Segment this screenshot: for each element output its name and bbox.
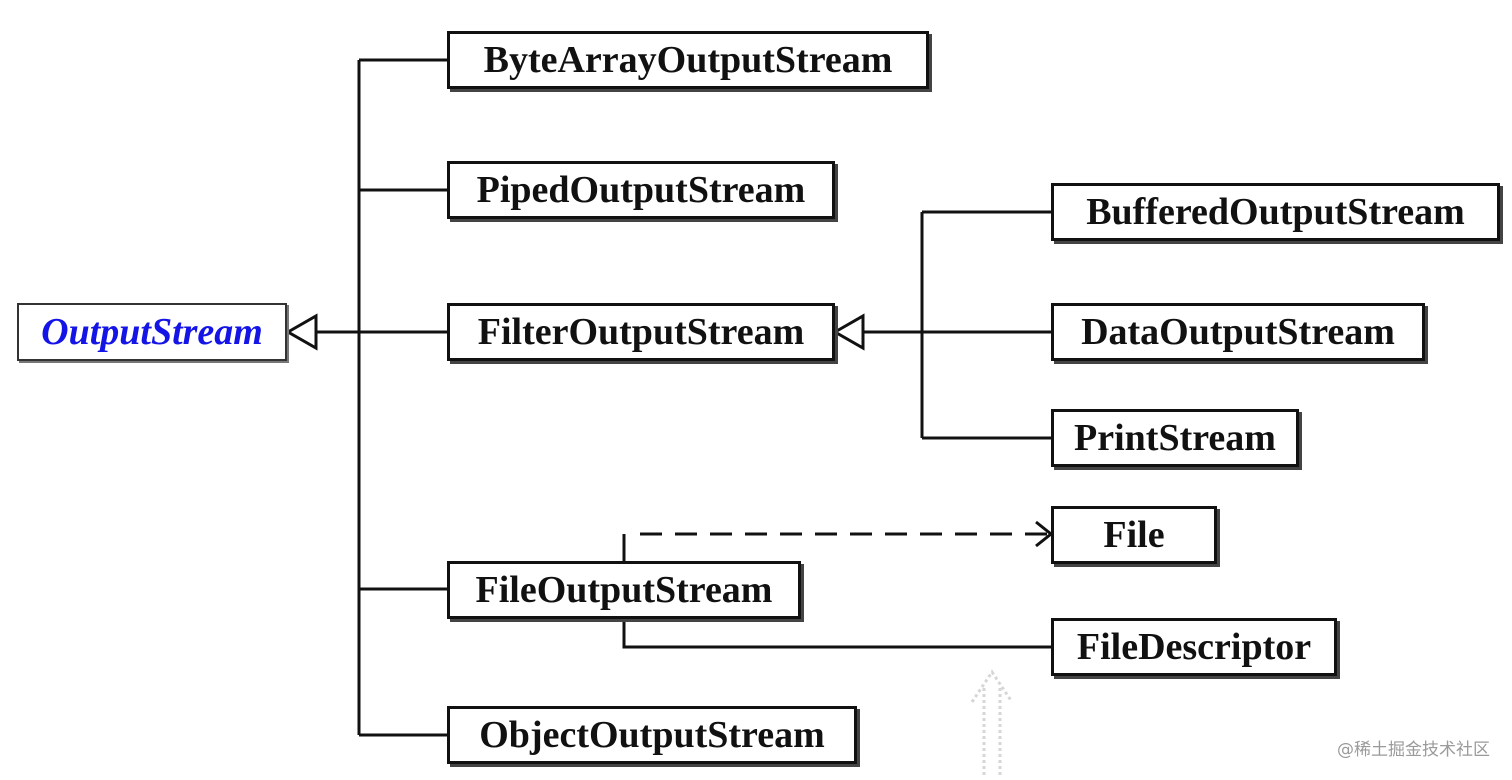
watermark: @稀土掘金技术社区 xyxy=(1337,740,1490,760)
association-file-descriptor xyxy=(622,620,1052,649)
class-bufferedoutputstream: BufferedOutputStream xyxy=(1051,183,1500,241)
class-filteroutputstream: FilterOutputStream xyxy=(447,303,835,361)
class-printstream: PrintStream xyxy=(1051,409,1299,467)
class-bytearrayoutputstream: ByteArrayOutputStream xyxy=(447,31,929,89)
inheritance-arrow-outputstream xyxy=(284,313,318,351)
class-pipedoutputstream: PipedOutputStream xyxy=(447,161,835,219)
class-filedescriptor: FileDescriptor xyxy=(1051,618,1337,676)
class-objectoutputstream: ObjectOutputStream xyxy=(447,706,857,764)
class-file: File xyxy=(1051,506,1217,564)
class-fileoutputstream: FileOutputStream xyxy=(447,561,801,619)
class-outputstream: OutputStream xyxy=(17,303,287,361)
inheritance-arrow-filter xyxy=(831,313,865,351)
faint-arrow-watermark xyxy=(970,669,1014,778)
class-dataoutputstream: DataOutputStream xyxy=(1051,303,1425,361)
